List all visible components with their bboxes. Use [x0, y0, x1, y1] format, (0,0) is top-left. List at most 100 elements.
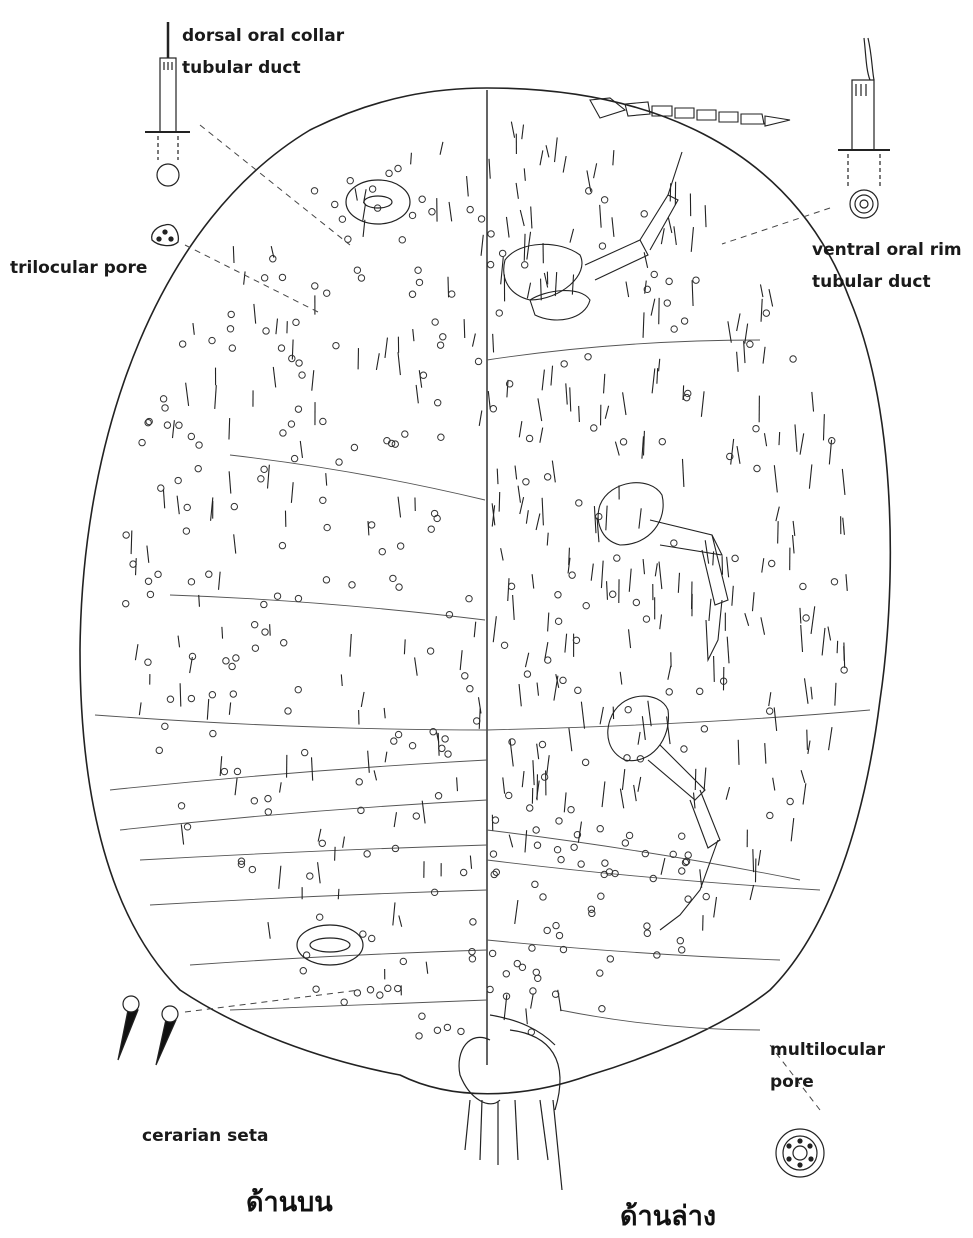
dorsal-pore	[251, 798, 257, 804]
ventral-pore	[499, 250, 505, 256]
ventral-multilocular-pore	[578, 861, 584, 867]
dorsal-pore	[279, 542, 285, 548]
dorsal-seta	[368, 751, 370, 773]
ventral-pore	[496, 310, 502, 316]
ventral-seta	[601, 561, 603, 588]
dorsal-pores-and-setae	[123, 142, 485, 1039]
dorsal-pore	[176, 422, 182, 428]
ventral-multilocular-pore	[679, 833, 685, 839]
ventral-pore	[544, 474, 550, 480]
dorsal-pore	[368, 522, 374, 528]
ventral-seta	[773, 778, 775, 791]
dorsal-seta	[415, 657, 418, 675]
ventral-seta	[846, 574, 847, 591]
dorsal-pore	[320, 497, 326, 503]
dorsal-pore	[390, 575, 396, 581]
dorsal-pore	[179, 341, 185, 347]
dorsal-seta	[361, 692, 364, 707]
dorsal-pore	[295, 595, 301, 601]
ventral-seta	[644, 431, 645, 456]
ventral-seta	[643, 312, 644, 337]
ventral-multilocular-pore	[644, 930, 650, 936]
ventral-pore	[610, 591, 616, 597]
ventral-multilocular-pore	[597, 970, 603, 976]
ventral-seta	[525, 830, 527, 852]
ventral-seta	[731, 439, 734, 465]
dorsal-pore	[258, 476, 264, 482]
ventral-seta	[752, 592, 754, 611]
ventral-seta	[800, 608, 801, 624]
ventral-seta	[519, 421, 522, 437]
ventral-pore	[685, 390, 691, 396]
ventral-pore	[697, 688, 703, 694]
ventral-pore	[522, 262, 528, 268]
ventral-seta	[526, 510, 528, 524]
ventral-pore	[591, 425, 597, 431]
dorsal-pore	[293, 319, 299, 325]
ventral-seta	[591, 564, 593, 581]
multilocular-pore-label: multilocular pore	[770, 1038, 885, 1094]
dorsal-pore	[301, 749, 307, 755]
ventral-seta	[660, 614, 662, 629]
mid-leg	[598, 483, 728, 660]
dorsal-pore	[319, 840, 325, 846]
ventral-seta	[744, 341, 745, 363]
dorsal-seta	[276, 319, 278, 335]
ventral-pores-and-setae	[487, 122, 847, 1036]
ventral-seta	[497, 469, 498, 485]
ventral-seta	[570, 387, 571, 411]
dorsal-pore	[437, 342, 443, 348]
ventral-seta	[651, 299, 655, 316]
dorsal-pore	[280, 430, 286, 436]
dorsal-pore	[449, 291, 455, 297]
dorsal-seta	[398, 352, 400, 375]
dorsal-seta	[229, 471, 231, 493]
ventral-seta	[793, 535, 795, 553]
ventral-seta	[537, 744, 539, 759]
dorsal-pore	[429, 209, 435, 215]
ventral-pore	[641, 211, 647, 217]
multilocular-pore-inset	[776, 1129, 824, 1177]
dorsal-pore	[175, 477, 181, 483]
dorsal-seta	[178, 636, 179, 648]
multilocular-pore-line1: multilocular	[770, 1038, 885, 1062]
ventral-multilocular-pore	[556, 932, 562, 938]
ventral-seta	[537, 683, 538, 696]
ventral-seta	[738, 740, 739, 765]
dorsal-pore	[299, 372, 305, 378]
ventral-seta	[745, 613, 749, 626]
dorsal-pore	[341, 999, 347, 1005]
ventral-pore	[763, 310, 769, 316]
ventral-seta	[808, 741, 810, 754]
dorsal-pore	[427, 648, 433, 654]
dorsal-pore	[162, 723, 168, 729]
dorsal-oral-collar-line2: tubular duct	[182, 56, 344, 80]
dorsal-pore	[167, 696, 173, 702]
dorsal-oral-collar-line1: dorsal oral collar	[182, 24, 344, 48]
ventral-seta	[564, 792, 566, 812]
ventral-oral-rim-tubular-duct-inset	[838, 38, 890, 218]
dorsal-seta	[235, 778, 237, 796]
ventral-seta	[563, 156, 566, 173]
dorsal-pore	[409, 291, 415, 297]
ventral-seta	[761, 617, 765, 634]
dorsal-pore	[458, 1028, 464, 1034]
dorsal-seta	[268, 465, 270, 489]
dorsal-pore	[377, 992, 383, 998]
dorsal-pore	[339, 216, 345, 222]
dorsal-pore	[467, 686, 473, 692]
dorsal-pore	[295, 406, 301, 412]
ventral-seta	[829, 727, 832, 750]
ventral-pore	[683, 394, 689, 400]
ventral-seta	[776, 507, 779, 522]
ventral-pore	[651, 271, 657, 277]
ventral-seta	[572, 274, 573, 294]
ventral-seta	[659, 359, 660, 371]
dorsal-pore	[160, 396, 166, 402]
ventral-seta	[822, 628, 825, 656]
ventral-pore	[766, 708, 772, 714]
dorsal-seta	[199, 595, 200, 607]
dorsal-pore	[251, 621, 257, 627]
ventral-pore	[596, 513, 602, 519]
ventral-multilocular-pore	[556, 818, 562, 824]
